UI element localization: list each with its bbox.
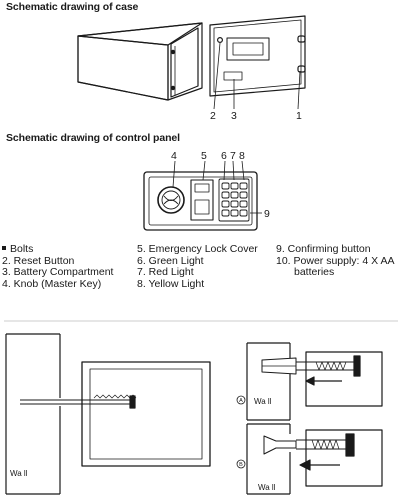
fig-b-drawing xyxy=(236,423,383,495)
case-callout-3: 3 xyxy=(231,110,237,122)
bullet-icon xyxy=(2,246,6,251)
legend-item-confirm-button: 9. Confirming button xyxy=(276,243,371,255)
emergency-lock-cover-mark xyxy=(190,179,214,221)
panel-drawing-title: Schematic drawing of control panel xyxy=(6,132,180,144)
wall-label-main: Wa ll xyxy=(10,469,28,478)
legend-item-green-light: 6. Green Light xyxy=(137,254,204,267)
legend-item-battery: 3. Battery Compartment xyxy=(2,266,114,279)
panel-callout-8: 8 xyxy=(239,150,245,162)
legend-item-power-supply: 10. Power supply: 4 X AA xyxy=(276,254,395,267)
panel-callout-7: 7 xyxy=(230,150,236,162)
panel-callout-9: 9 xyxy=(264,208,270,220)
safe-front-face xyxy=(77,35,169,101)
wall-label-a: Wa ll xyxy=(254,397,272,406)
legend-item-reset-button: 2. Reset Button xyxy=(2,254,75,267)
reset-button-mark xyxy=(217,36,224,43)
legend-item-yellow-light: 8. Yellow Light xyxy=(137,277,205,290)
legend-column-1: Bolts 2. Reset Button 3. Battery Compart… xyxy=(2,243,114,290)
battery-compartment-mark xyxy=(223,71,243,81)
legend-item-red-light: 7. Red Light xyxy=(137,266,194,279)
fig-a-drawing xyxy=(236,342,383,421)
legend-item-emergency-cover: 5. Emergency Lock Cover xyxy=(137,243,258,255)
control-panel-outline xyxy=(143,171,258,231)
fig-a-marker: A xyxy=(239,398,243,404)
wall-installation-drawing xyxy=(5,333,211,495)
legend-item-knob: 4. Knob (Master Key) xyxy=(2,277,102,290)
panel-callout-4: 4 xyxy=(171,150,177,162)
wall-label-b: Wa ll xyxy=(258,483,276,492)
panel-callout-5: 5 xyxy=(201,150,207,162)
legend-item-bolts: Bolts xyxy=(2,243,113,256)
control-panel-drawing xyxy=(143,160,262,231)
keypad-mark xyxy=(218,178,250,222)
fig-b-marker: B xyxy=(239,462,243,468)
panel-callout-6: 6 xyxy=(221,150,227,162)
case-drawing-title: Schematic drawing of case xyxy=(6,1,139,13)
case-callout-1: 1 xyxy=(296,110,302,122)
safe-open-door xyxy=(209,15,306,97)
legend-item-power-supply-cont: batteries xyxy=(294,266,335,279)
knob-mark xyxy=(157,186,185,214)
safe-case-drawing xyxy=(77,15,306,110)
legend-column-2: 5. Emergency Lock Cover 6. Green Light 7… xyxy=(137,243,258,290)
legend-column-3: 9. Confirming button 10. Power supply: 4… xyxy=(276,243,395,279)
case-callout-2: 2 xyxy=(210,110,216,122)
